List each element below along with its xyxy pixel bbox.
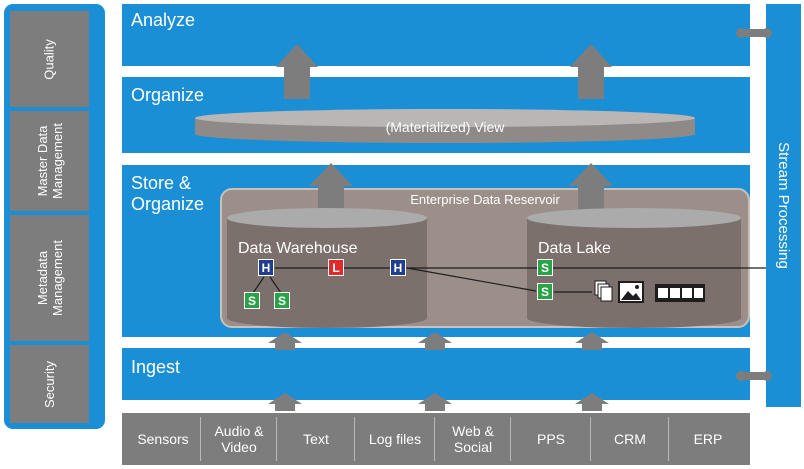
materialized-view-shape: [195, 109, 695, 143]
layer-analyze: [122, 4, 750, 66]
tag-s-lake-top: S: [537, 259, 553, 276]
tag-h-bridge: H: [390, 259, 406, 276]
up-arrow-icon: [570, 44, 612, 99]
governance-master-data[interactable]: Master Data Management: [10, 111, 89, 211]
up-arrow-icon: [418, 393, 452, 411]
up-arrow-icon: [309, 163, 353, 222]
film-strip-icon: [655, 284, 705, 302]
stream-connector-top: [736, 28, 772, 38]
image-icon: [618, 281, 644, 303]
up-arrow-icon: [569, 163, 613, 222]
data-lake-label: Data Lake: [538, 240, 611, 257]
tag-l-warehouse: L: [328, 259, 344, 276]
stream-processing-column[interactable]: [766, 4, 801, 407]
tag-s-warehouse-left: S: [244, 292, 260, 309]
layer-ingest-title: Ingest: [131, 357, 181, 377]
tag-s-lake-bottom: S: [537, 283, 553, 300]
up-arrow-icon: [276, 44, 318, 99]
layer-organize-title: Organize: [131, 85, 205, 105]
data-warehouse-label: Data Warehouse: [238, 240, 358, 257]
governance-security[interactable]: Security: [10, 345, 89, 423]
up-arrow-icon: [575, 393, 609, 411]
tag-h-warehouse: H: [258, 259, 274, 276]
data-sources-bar: [122, 413, 750, 465]
governance-quality[interactable]: Quality: [10, 11, 89, 107]
layer-analyze-title: Analyze: [131, 10, 196, 30]
layer-store-organize-title: Store & Organize: [131, 173, 205, 214]
materialized-view-label: (Materialized) View: [385, 119, 505, 135]
up-arrow-icon: [268, 332, 302, 350]
governance-metadata[interactable]: Metadata Management: [10, 215, 89, 341]
tag-s-warehouse-right: S: [274, 292, 290, 309]
up-arrow-icon: [268, 393, 302, 411]
layer-ingest: [122, 348, 750, 400]
lineage-lines: [252, 267, 766, 294]
stream-connector-bottom: [736, 371, 772, 381]
up-arrow-icon: [575, 332, 609, 350]
up-arrow-icon: [418, 332, 452, 350]
document-stack-icon: [594, 280, 613, 302]
reservoir-title: Enterprise Data Reservoir: [410, 192, 560, 207]
